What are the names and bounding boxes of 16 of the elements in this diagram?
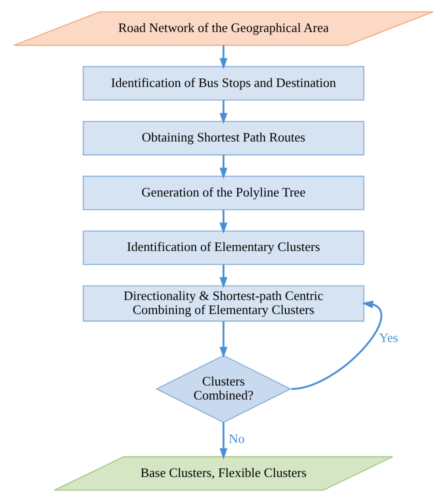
arrow — [219, 264, 227, 288]
node-box: Identification of Bus Stops and Destination — [82, 66, 364, 101]
edge-label: No — [228, 431, 244, 446]
node-diamond: Clusters Combined? — [155, 354, 291, 423]
node-box: Obtaining Shortest Path Routes — [82, 120, 364, 156]
arrow — [219, 45, 227, 70]
node-box: Directionality & Shortest-path Centric Combining of Elementary Clusters — [82, 285, 364, 322]
arrow — [219, 100, 227, 124]
arrow — [290, 300, 382, 390]
node-box: Identification of Elementary Clusters — [82, 230, 364, 265]
edge-label: Yes — [378, 330, 398, 345]
arrow — [219, 422, 227, 460]
arrow — [219, 154, 227, 179]
arrow — [219, 210, 227, 234]
node-box: Generation of the Polyline Tree — [82, 176, 364, 210]
arrow — [219, 321, 227, 358]
